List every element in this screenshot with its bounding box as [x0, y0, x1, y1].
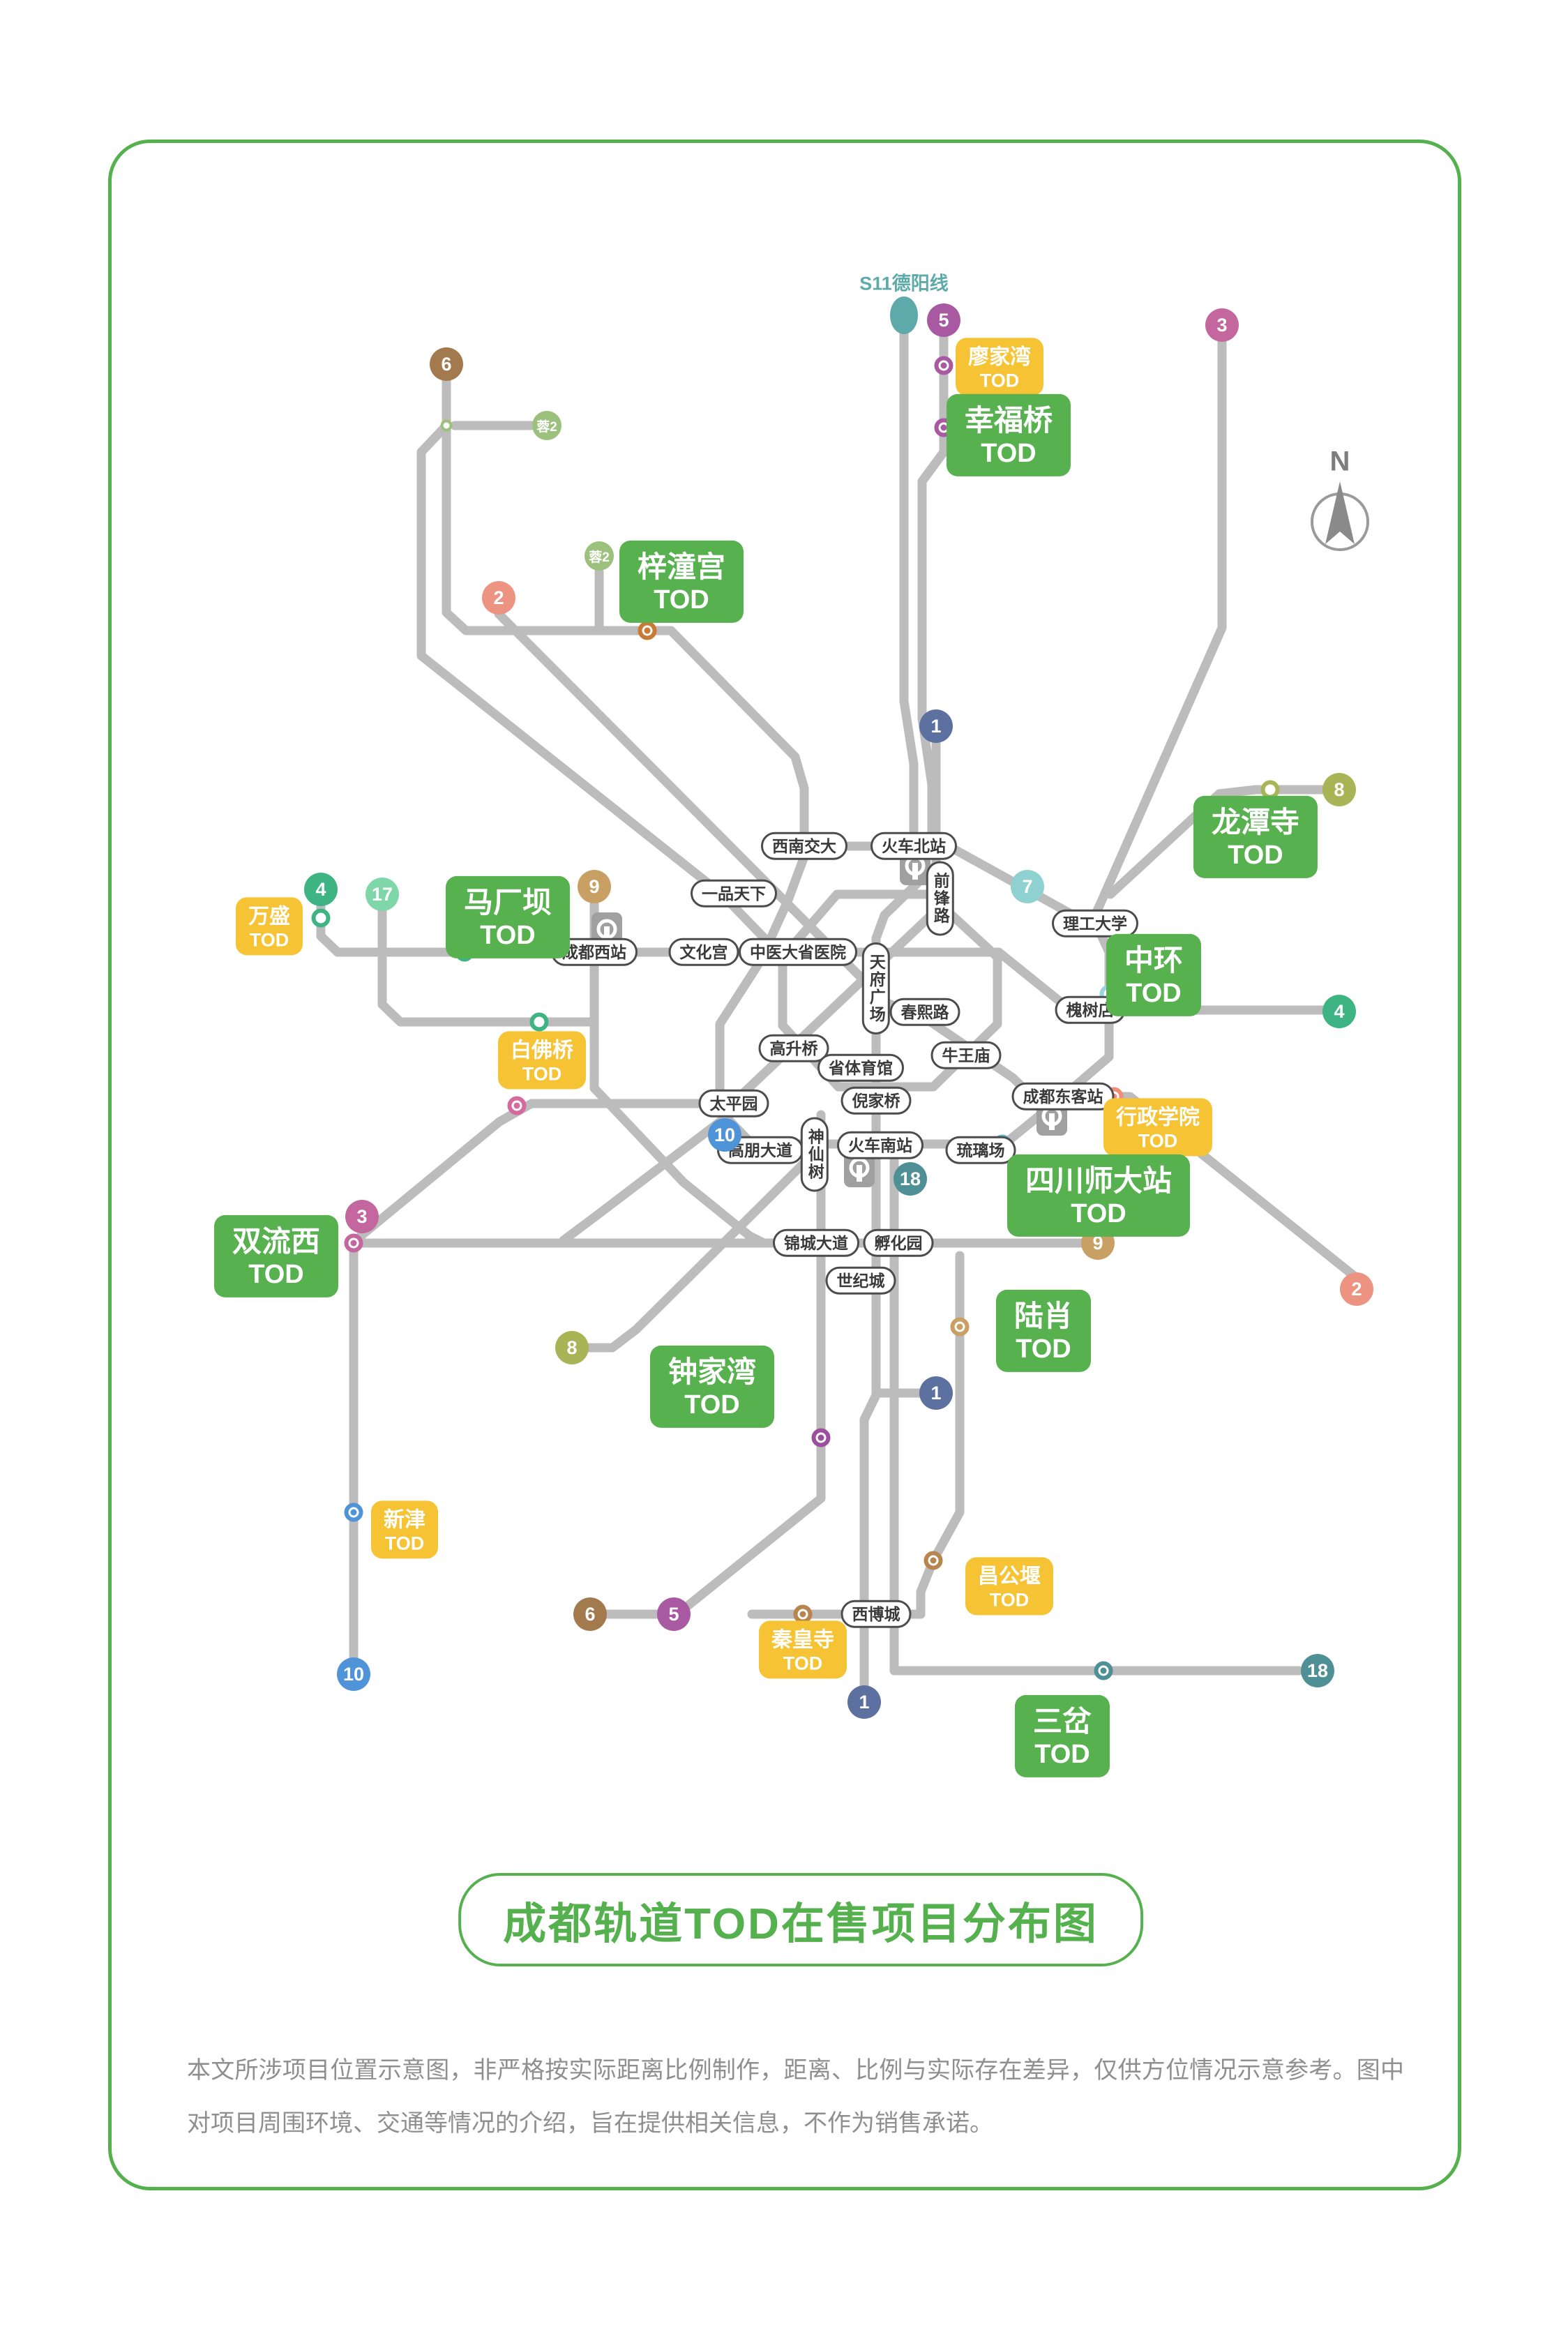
compass-north-label: N	[1329, 446, 1350, 477]
station-pill: 世纪城	[825, 1266, 896, 1295]
page-border	[108, 140, 1461, 2190]
line-badge-1: 1	[919, 709, 953, 743]
station-marker	[529, 1012, 549, 1032]
station-pill: 高升桥	[758, 1034, 829, 1063]
station-pill: 孵化园	[863, 1228, 934, 1258]
station-marker	[950, 1317, 970, 1337]
station-marker	[344, 1233, 363, 1253]
line-badge-6: 6	[573, 1597, 607, 1631]
line-badge-1: 1	[919, 1376, 953, 1410]
line-badge-1: 1	[847, 1685, 881, 1719]
line-badge-6: 6	[430, 347, 463, 381]
line-badge-4: 4	[1322, 995, 1356, 1028]
station-marker	[934, 356, 953, 375]
station-pill: 西南交大	[761, 832, 847, 861]
station-marker	[1094, 1661, 1113, 1680]
station-pill: 成都东客站	[1011, 1082, 1115, 1111]
station-pill: 锦城大道	[773, 1228, 859, 1258]
line-badge-7: 7	[1011, 870, 1044, 903]
north-compass-icon	[1311, 481, 1369, 551]
station-pill: 理工大学	[1052, 909, 1138, 938]
s11-line-terminus	[890, 296, 918, 334]
line-badge-rong2: 蓉2	[532, 411, 561, 440]
station-pill: 倪家桥	[840, 1086, 912, 1115]
station-marker	[440, 419, 453, 432]
station-pill: 西博城	[840, 1600, 912, 1629]
metro-line-6-north	[442, 375, 809, 841]
line-badge-10: 10	[708, 1118, 741, 1152]
station-pill: 牛王庙	[930, 1041, 1002, 1070]
station-pill: 前锋路	[926, 861, 955, 936]
metro-line-3-central	[729, 896, 951, 1107]
station-marker	[638, 621, 657, 640]
station-pill: 琉璃场	[945, 1136, 1016, 1165]
line-badge-2: 2	[482, 581, 515, 615]
line-badge-4: 4	[304, 873, 338, 906]
line-badge-5: 5	[927, 303, 960, 337]
station-marker	[924, 1551, 943, 1570]
metro-line-8-northeast	[1106, 785, 1327, 899]
station-pill: 火车南站	[837, 1131, 924, 1160]
line-badge-2: 2	[1340, 1272, 1373, 1306]
station-pill: 火车北站	[870, 832, 957, 861]
line-badge-18: 18	[894, 1162, 927, 1196]
metro-line-10-diagonal	[559, 1108, 736, 1245]
metro-line-s11	[899, 313, 919, 835]
station-pill: 中医大省医院	[739, 938, 857, 967]
line-badge-10: 10	[337, 1657, 370, 1691]
line-badge-3: 3	[345, 1200, 379, 1233]
metro-line-8-southwest	[582, 1154, 813, 1353]
line-badge-17: 17	[365, 878, 399, 911]
metro-line-18	[889, 1150, 1304, 1676]
poster-title-box: 成都轨道TOD在售项目分布图	[458, 1873, 1143, 1966]
station-pill: 太平园	[698, 1089, 769, 1118]
station-pill: 神仙树	[800, 1117, 829, 1192]
line-badge-3: 3	[1205, 308, 1239, 342]
station-pill: 文化宫	[668, 938, 739, 967]
line-badge-rong2: 蓉2	[585, 541, 614, 571]
station-pill: 天府广场	[861, 942, 891, 1034]
railway-icon	[844, 1151, 875, 1187]
line-badge-8: 8	[1322, 773, 1356, 806]
line-badge-5: 5	[657, 1597, 691, 1631]
line-badge-8: 8	[555, 1331, 589, 1364]
station-pill: 一品天下	[691, 879, 777, 908]
station-pill: 省体育馆	[817, 1053, 904, 1083]
station-pill: 春熙路	[889, 998, 960, 1027]
station-marker	[344, 1503, 363, 1522]
s11-line-label: S11德阳线	[859, 273, 949, 294]
metro-line-northwest-diagonal	[416, 421, 787, 962]
disclaimer-text: 本文所涉项目位置示意图，非严格按实际距离比例制作，距离、比例与实际存在差异，仅供…	[187, 2057, 1404, 2137]
station-marker	[311, 908, 331, 928]
poster-title: 成都轨道TOD在售项目分布图	[503, 1900, 1099, 1948]
station-marker	[811, 1428, 831, 1447]
station-marker	[507, 1096, 527, 1115]
line-badge-18: 18	[1301, 1654, 1334, 1687]
line-badge-9: 9	[578, 870, 611, 903]
metro-line-3-northeast	[1090, 336, 1227, 920]
metro-line-17	[377, 905, 599, 1027]
